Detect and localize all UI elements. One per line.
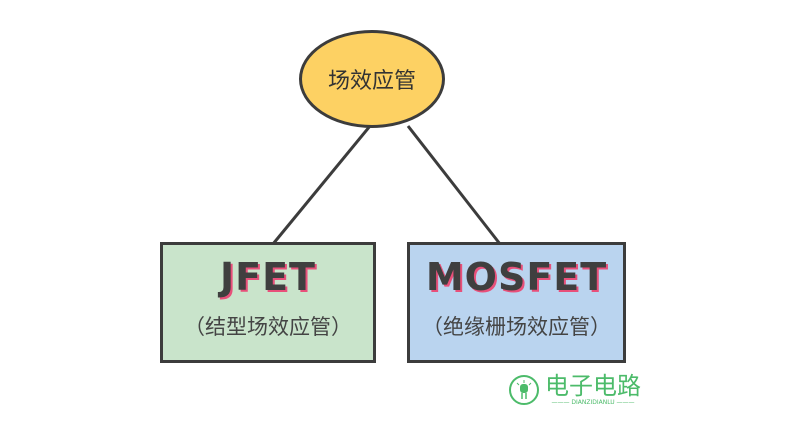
watermark-logo: 电子电路 ——— DIANZIDIANLU ——— bbox=[509, 373, 641, 406]
connector-root-mosfet bbox=[406, 125, 502, 245]
mosfet-subtitle: （绝缘栅场效应管） bbox=[422, 315, 611, 339]
jfet-title: JFET bbox=[220, 255, 316, 299]
watermark-en-text: DIANZIDIANLU bbox=[571, 399, 615, 406]
connector-root-jfet bbox=[271, 125, 372, 245]
led-icon bbox=[509, 374, 539, 405]
mosfet-node: MOSFET （绝缘栅场效应管） bbox=[407, 242, 626, 363]
jfet-subtitle: （结型场效应管） bbox=[184, 315, 352, 339]
watermark-en: ——— DIANZIDIANLU ——— bbox=[551, 399, 635, 406]
root-label: 场效应管 bbox=[327, 69, 416, 94]
watermark-cn: 电子电路 bbox=[545, 372, 641, 400]
mosfet-title: MOSFET bbox=[425, 255, 608, 299]
root-node: 场效应管 bbox=[299, 30, 445, 128]
jfet-node: JFET （结型场效应管） bbox=[160, 242, 376, 363]
